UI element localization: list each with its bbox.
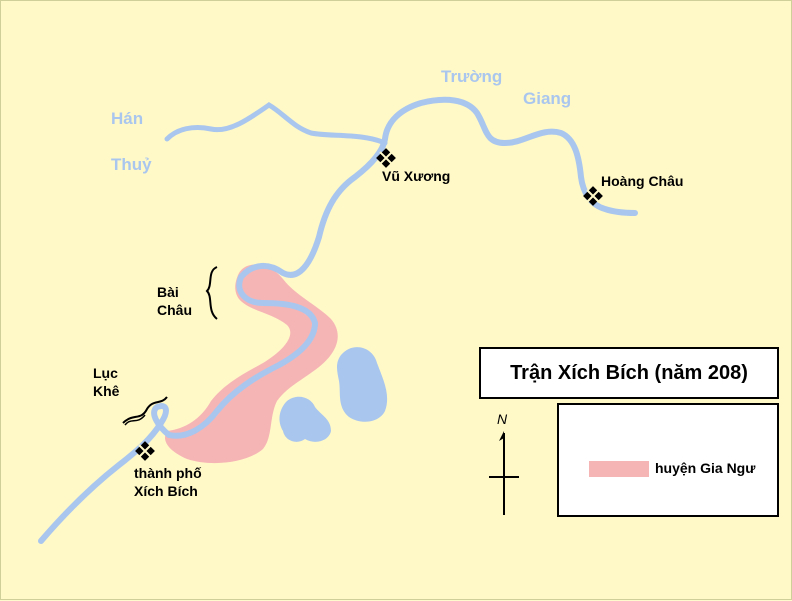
truong-giang-label-line2: Giang	[523, 89, 572, 108]
legend-box: huyện Gia Ngư	[557, 403, 779, 517]
han-river-label-line2: Thuỷ	[111, 155, 152, 174]
legend-label: huyện Gia Ngư	[655, 460, 756, 476]
xich-bich-label-line1: thành phố	[134, 465, 202, 481]
luc-khe-brace	[122, 396, 168, 424]
lake-east	[337, 347, 388, 422]
map-title-box: Trận Xích Bích (năm 208)	[479, 347, 779, 399]
legend-swatch	[589, 461, 649, 477]
han-river	[164, 102, 388, 146]
battle-marker-icon	[583, 186, 603, 206]
hoang-chau-label: Hoàng Châu	[601, 173, 684, 189]
north-label: N	[497, 411, 508, 427]
battle-marker-icon	[376, 148, 396, 168]
han-river-label-line1: Hán	[111, 109, 144, 128]
truong-giang-label-line1: Trường	[441, 67, 503, 86]
luc-khe-label-line1: Lục	[93, 365, 118, 381]
north-arrow-icon	[489, 431, 519, 515]
bai-chau-label-line1: Bài	[157, 284, 179, 300]
xich-bich-label-line2: Xích Bích	[134, 483, 198, 499]
truong-giang-river	[38, 96, 638, 544]
battle-marker-icon	[135, 441, 155, 461]
bai-chau-label-line2: Châu	[157, 302, 192, 318]
bai-chau-brace	[205, 266, 218, 320]
lake-south	[279, 396, 331, 442]
luc-khe-brace-tail	[124, 414, 146, 426]
map-title: Trận Xích Bích (năm 208)	[510, 361, 748, 384]
gia-ngu-region	[165, 264, 338, 464]
luc-khe-label-line2: Khê	[93, 383, 120, 399]
vu-xuong-label: Vũ Xương	[382, 168, 451, 184]
